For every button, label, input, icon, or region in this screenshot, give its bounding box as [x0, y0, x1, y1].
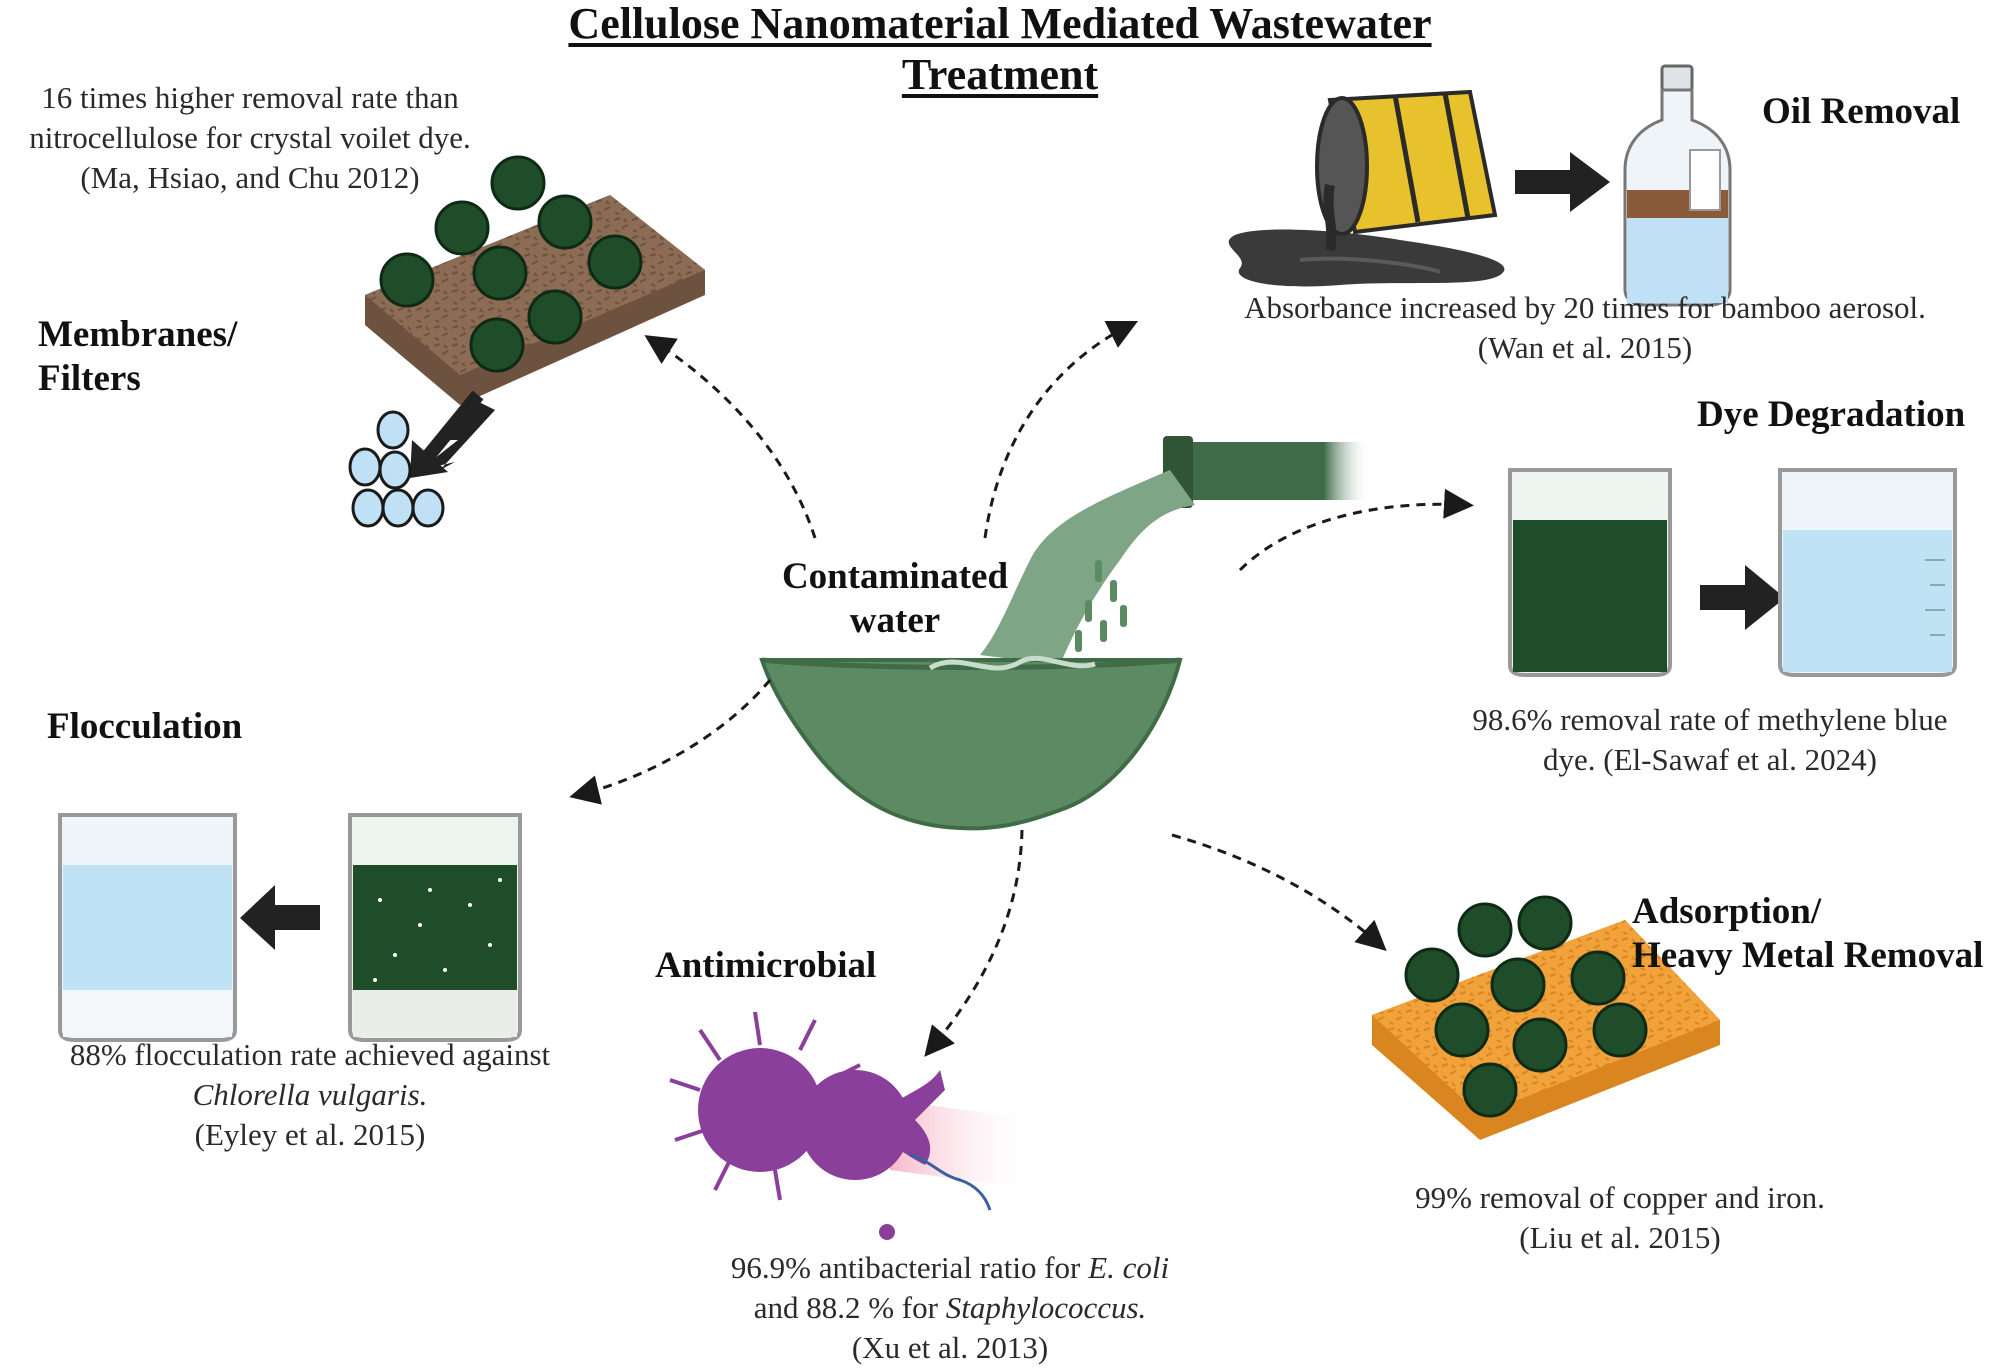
clear-beaker-liquid	[1783, 530, 1952, 672]
filtered-particles	[348, 410, 445, 528]
arrow-to-flocculation	[569, 679, 772, 805]
bottle-label	[1689, 149, 1721, 211]
glow	[890, 1100, 1040, 1190]
flocculation-note-line1: 88% flocculation rate achieved against	[69, 1037, 551, 1072]
arrow-to-adsorption	[1171, 833, 1387, 952]
arrow-to-membranes	[644, 335, 817, 539]
flocculation-illustration	[58, 813, 522, 1042]
filter-down-arrow	[420, 400, 495, 470]
oil-arrow	[1515, 152, 1610, 212]
dark-beaker-liquid	[1513, 520, 1667, 672]
bacterium-cell-1	[698, 1048, 822, 1172]
filter-arrow-shaft	[419, 390, 484, 465]
water-drops	[1075, 560, 1127, 652]
beaker-scale	[1925, 559, 1945, 636]
arrow-to-dye	[1238, 488, 1474, 572]
oil-spill	[1228, 229, 1505, 287]
membranes-note: 16 times higher removal rate than nitroc…	[0, 78, 500, 198]
adsorption-citation: (Liu et al. 2015)	[1519, 1220, 1721, 1255]
diagram-title: Cellulose Nanomaterial Mediated Wastewat…	[568, 0, 1432, 99]
antimicrobial-citation: (Xu et al. 2013)	[851, 1330, 1049, 1365]
membranes-note-line2: nitrocellulose for crystal voilet dye.	[29, 120, 471, 155]
membranes-note-line1: 16 times higher removal rate than	[41, 80, 459, 115]
dye-degradation-label: Dye Degradation	[1697, 394, 1966, 435]
adsorption-note: 99% removal of copper and iron. (Liu et …	[1340, 1178, 1900, 1258]
connector-arrows	[569, 320, 1474, 1057]
flocculation-species: Chlorella vulgaris.	[30, 1075, 590, 1115]
bottle-cap	[1660, 64, 1694, 92]
flocculation-note: 88% flocculation rate achieved against C…	[30, 1035, 590, 1155]
bottle-water-layer	[1627, 218, 1728, 303]
dye-degradation-note-line1: 98.6% removal rate of methylene blue	[1472, 702, 1948, 737]
membrane-filter-illustration	[348, 155, 705, 528]
antimicrobial-note1a: 96.9% antibacterial ratio for	[730, 1250, 1089, 1285]
oil-removal-note: Absorbance increased by 20 times for bam…	[1185, 288, 1985, 368]
membranes-label: Membranes/ Filters	[38, 313, 237, 401]
floc-arrow	[240, 885, 320, 950]
floc-speckles	[373, 878, 502, 982]
bacterium-cell-2	[800, 1070, 910, 1180]
flocculation-species-name: Chlorella vulgaris.	[192, 1077, 428, 1112]
center-label-line2: water	[849, 600, 941, 641]
antimicrobial-organism-1: E. coli	[1088, 1250, 1170, 1285]
membranes-label-line2: Filters	[38, 358, 141, 399]
antimicrobial-note: 96.9% antibacterial ratio for E. coli an…	[650, 1248, 1250, 1368]
antimicrobial-label: Antimicrobial	[655, 945, 877, 986]
dye-degradation-note: 98.6% removal rate of methylene blue dye…	[1420, 700, 2000, 780]
water-stream	[980, 470, 1195, 665]
adsorption-label-line1: Adsorption/	[1632, 891, 1822, 932]
adsorbed-particles	[1404, 895, 1648, 1118]
dye-arrow	[1700, 565, 1785, 630]
basin-rim	[761, 657, 1181, 670]
center-label-line1: Contaminated	[781, 556, 1009, 597]
adsorption-label-line2: Heavy Metal Removal	[1632, 935, 1984, 976]
dna-strand	[909, 1153, 992, 1211]
arrow-to-oil	[983, 320, 1139, 539]
adsorbent-block-top	[1372, 920, 1720, 1115]
filter-arrow-head	[410, 440, 448, 478]
pipe	[1185, 442, 1370, 500]
contaminated-water-illustration	[759, 436, 1370, 831]
oil-barrel-ring-1	[1392, 94, 1421, 223]
oil-removal-label: Oil Removal	[1762, 91, 1961, 132]
oil-removal-citation: (Wan et al. 2015)	[1477, 330, 1693, 365]
oil-removal-note-line: Absorbance increased by 20 times for bam…	[1244, 290, 1926, 325]
flocculation-label: Flocculation	[47, 706, 243, 747]
antimicrobial-note2a: and 88.2 % for	[753, 1290, 946, 1325]
antimicrobial-illustration	[669, 1011, 1040, 1240]
oil-pour	[1323, 184, 1337, 252]
arrow-to-antimicrobial	[924, 829, 1024, 1057]
membrane-particles	[379, 155, 643, 373]
antimicrobial-organism-2: Staphylococcus.	[945, 1290, 1147, 1325]
clear-floc-sediment	[63, 990, 232, 1037]
dye-degradation-note-line2: dye. (El-Sawaf et al. 2024)	[1543, 742, 1877, 777]
center-label: Contaminated water	[770, 555, 1020, 643]
flocculation-citation: (Eyley et al. 2015)	[194, 1117, 426, 1152]
membranes-citation: (Ma, Hsiao, and Chu 2012)	[80, 160, 420, 195]
adsorption-illustration	[1372, 895, 1720, 1140]
splash	[928, 655, 1096, 671]
dye-degradation-illustration	[1508, 468, 1957, 677]
adsorption-label: Adsorption/ Heavy Metal Removal	[1632, 890, 1983, 978]
membranes-label-line1: Membranes/	[38, 314, 238, 355]
basin	[759, 658, 1183, 831]
bacterium-burst	[880, 1070, 945, 1165]
antimicrobial-line2: and 88.2 % for Staphylococcus.	[650, 1288, 1250, 1328]
dark-floc-sediment	[353, 990, 517, 1037]
oil-removal-illustration	[1228, 64, 1732, 307]
oil-barrel-ring-2	[1442, 92, 1471, 219]
oil-spill-2	[1299, 256, 1441, 274]
bacterium-droplet	[879, 1224, 895, 1240]
antimicrobial-line1: 96.9% antibacterial ratio for E. coli	[650, 1248, 1250, 1288]
adsorption-note-line: 99% removal of copper and iron.	[1415, 1180, 1825, 1215]
